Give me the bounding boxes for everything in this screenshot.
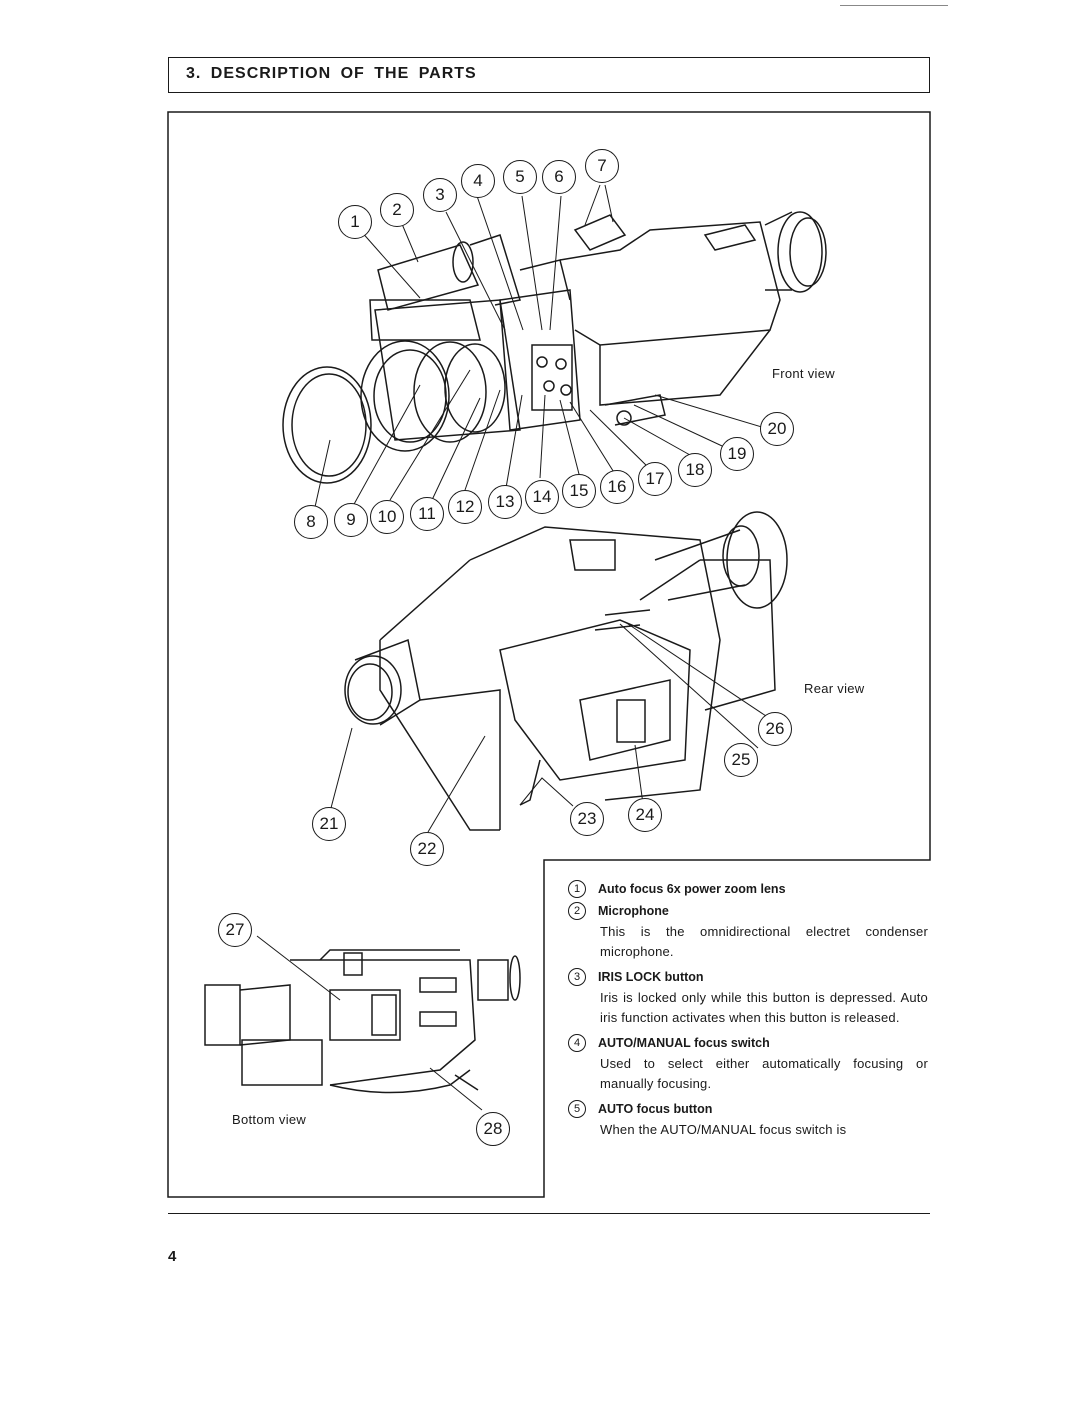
callout-6: 6 (542, 160, 576, 194)
part-number-1: 1 (568, 880, 586, 898)
part-item-4: 4 AUTO/MANUAL focus switch Used to select… (568, 1032, 928, 1094)
part-title-1: Auto focus 6x power zoom lens (598, 882, 786, 896)
front-view-camera (282, 211, 827, 484)
callout-19: 19 (720, 437, 754, 471)
part-item-1: 1 Auto focus 6x power zoom lens (568, 878, 928, 900)
callout-7: 7 (585, 149, 619, 183)
callout-24: 24 (628, 798, 662, 832)
part-number-4: 4 (568, 1034, 586, 1052)
callout-14: 14 (525, 480, 559, 514)
callout-17: 17 (638, 462, 672, 496)
part-body-4: Used to select either automatically focu… (600, 1056, 928, 1091)
callout-15: 15 (562, 474, 596, 508)
part-title-2: Microphone (598, 904, 669, 918)
callout-8: 8 (294, 505, 328, 539)
part-number-5: 5 (568, 1100, 586, 1118)
bottom-view-camera (204, 949, 521, 1094)
front-view-label: Front view (772, 366, 835, 381)
callout-11: 11 (410, 497, 444, 531)
callout-9: 9 (334, 503, 368, 537)
callout-18: 18 (678, 453, 712, 487)
callout-22: 22 (410, 832, 444, 866)
part-body-2: This is the omnidirectional electret con… (600, 924, 928, 959)
part-item-2: 2 Microphone This is the omnidirectional … (568, 900, 928, 962)
figure-frame (167, 111, 931, 1198)
page-number: 4 (168, 1248, 177, 1265)
part-item-3: 3 IRIS LOCK button Iris is locked only wh… (568, 966, 928, 1028)
callout-27: 27 (218, 913, 252, 947)
part-item-5: 5 AUTO focus button When the AUTO/MANUAL … (568, 1098, 928, 1140)
part-body-5: When the AUTO/MANUAL focus switch is (600, 1122, 847, 1137)
part-body-3: Iris is locked only while this button is… (600, 990, 928, 1025)
callout-26: 26 (758, 712, 792, 746)
callout-25: 25 (724, 743, 758, 777)
bottom-view-label: Bottom view (232, 1112, 307, 1127)
parts-description-list: 1 Auto focus 6x power zoom lens 2 Micropho… (568, 878, 928, 1144)
part-number-2: 2 (568, 902, 586, 920)
callout-23: 23 (570, 802, 604, 836)
callout-20: 20 (760, 412, 794, 446)
bottom-rule (168, 1213, 930, 1214)
callout-1: 1 (338, 205, 372, 239)
callout-21: 21 (312, 807, 346, 841)
rear-view-camera (344, 511, 788, 831)
callout-5: 5 (503, 160, 537, 194)
callout-13: 13 (488, 485, 522, 519)
part-number-3: 3 (568, 968, 586, 986)
part-title-3: IRIS LOCK button (598, 970, 704, 984)
callout-2: 2 (380, 193, 414, 227)
callout-12: 12 (448, 490, 482, 524)
part-title-4: AUTO/MANUAL focus switch (598, 1036, 770, 1050)
callout-16: 16 (600, 470, 634, 504)
callout-3: 3 (423, 178, 457, 212)
callout-28: 28 (476, 1112, 510, 1146)
top-rule (840, 5, 948, 6)
rear-view-label: Rear view (804, 681, 865, 696)
callout-4: 4 (461, 164, 495, 198)
section-title: 3. DESCRIPTION OF THE PARTS (186, 65, 477, 82)
callout-10: 10 (370, 500, 404, 534)
part-title-5: AUTO focus button (598, 1102, 713, 1116)
section-heading: 3. DESCRIPTION OF THE PARTS (168, 57, 930, 93)
